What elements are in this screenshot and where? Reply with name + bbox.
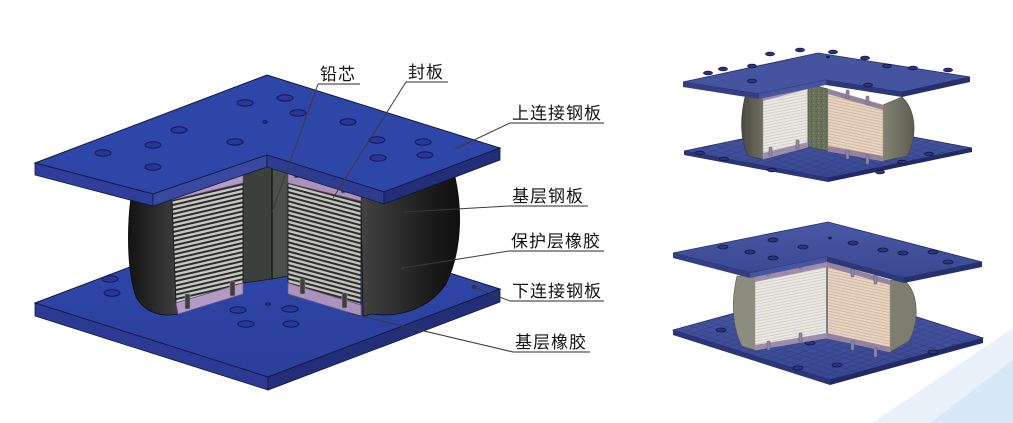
corner-triangle-dark <box>930 360 1013 423</box>
annotation-upper-connecting-plate: 上连接钢板 <box>454 104 604 150</box>
leader-dot-lower-connecting-plate <box>471 284 477 290</box>
annotation-lead-core: 铅芯 <box>271 65 360 213</box>
upper-connecting-plate <box>33 74 502 207</box>
leader-upper-connecting-plate <box>454 122 511 150</box>
lrb-upper-plate-side-left <box>683 82 759 99</box>
lnr-upper-plate-notch-left <box>750 257 827 278</box>
lnr-upper-plate-side-left <box>673 253 750 278</box>
label-upper-connecting-plate: 上连接钢板 <box>512 104 602 124</box>
lead-core <box>242 159 289 284</box>
leader-base-rubber <box>347 312 514 353</box>
upper-plate-side-front-right <box>383 147 501 205</box>
lnr-upper-plate-holes <box>717 236 954 265</box>
lnr-upper-plate-side-right <box>904 262 982 283</box>
lrb-upper-plate-side-right <box>902 77 970 97</box>
lnr-band-bottom-right <box>827 333 890 352</box>
lrb-lower-plate-side-right <box>828 148 972 182</box>
protective-rubber-right <box>360 176 461 317</box>
label-seal-plate: 封板 <box>408 63 444 83</box>
lnr-lower-plate-side-left <box>673 330 830 385</box>
main-bearing-diagram <box>33 74 502 391</box>
leader-lead-core <box>271 83 319 213</box>
lrb-upper-plate-notch-right <box>826 80 902 97</box>
label-base-steel-plate: 基层钢板 <box>512 187 584 207</box>
annotation-seal-plate: 封板 <box>332 63 448 199</box>
seal-band-bottom-left <box>175 282 244 315</box>
upper-plate-bolt-holes <box>94 94 434 171</box>
leader-lower-connecting-plate <box>473 286 511 302</box>
lrb-outer-rubber-left <box>741 94 764 160</box>
lrb-upper-plate-notch-left <box>759 80 826 99</box>
protective-rubber-left <box>128 188 179 316</box>
label-lower-connecting-plate: 下连接钢板 <box>512 282 602 302</box>
bearing-render-lrb <box>682 47 973 182</box>
leader-dot-protective-rubber <box>400 265 406 271</box>
label-base-rubber: 基层橡胶 <box>515 333 587 353</box>
lrb-upper-plate-holes <box>703 47 953 88</box>
leader-protective-rubber <box>402 250 510 269</box>
lower-plate-side-right <box>267 288 501 391</box>
bearing-render-lnr <box>671 221 985 385</box>
lnr-outer-rubber-right <box>889 279 917 353</box>
lrb-lead-core <box>807 83 829 152</box>
annotation-protective-rubber: 保护层橡胶 <box>400 232 604 271</box>
annotation-base-steel-plate: 基层钢板 <box>403 187 588 213</box>
lrb-lower-plate-holes <box>695 150 934 175</box>
bearing-body <box>128 159 461 317</box>
lnr-outer-rubber-left <box>733 275 756 351</box>
lnr-band-top-left <box>755 262 827 282</box>
leader-base-steel-plate <box>403 205 511 213</box>
lnr-band-bottom-left <box>755 333 827 350</box>
lnr-lower-plate-side-right <box>830 338 983 385</box>
lrb-band-top-right <box>828 89 883 110</box>
corner-decoration <box>872 328 1013 423</box>
lrb-outer-rubber-right <box>882 96 915 162</box>
annotations: 铅芯 封板 上连接钢板 基层钢板 保护层橡胶 下连接钢板 <box>271 63 604 353</box>
label-protective-rubber: 保护层橡胶 <box>511 232 601 252</box>
lead-core-right-face <box>271 159 289 280</box>
leader-seal-plate <box>332 81 407 199</box>
annotation-base-rubber: 基层橡胶 <box>347 312 590 353</box>
annotation-lower-connecting-plate: 下连接钢板 <box>471 282 604 302</box>
label-lead-core: 铅芯 <box>320 65 356 85</box>
lead-core-left-face <box>242 159 273 284</box>
lnr-upper-plate-notch-right <box>827 257 904 283</box>
